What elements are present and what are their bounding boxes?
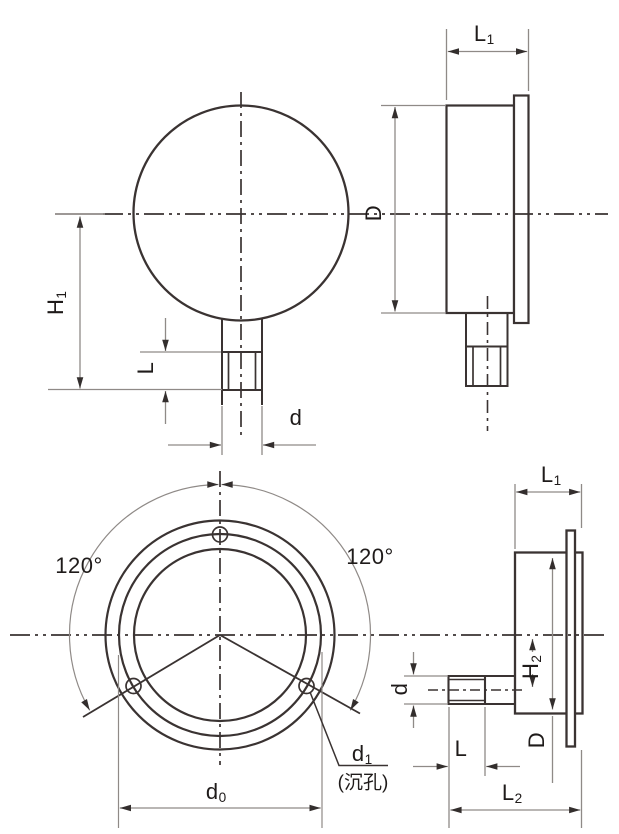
l-front-label: L xyxy=(133,361,158,375)
radial-line-right xyxy=(219,634,361,715)
angle-arc-right xyxy=(221,481,372,711)
d-stem-backside-label: d xyxy=(387,682,412,696)
l1-backside-label: L1 xyxy=(540,462,562,488)
back-side-view xyxy=(447,529,584,748)
counterbore-label: (沉孔) xyxy=(337,772,389,794)
d0-label: d0 xyxy=(205,779,227,805)
d-case-side-label: D xyxy=(361,204,386,222)
l2-label: L2 xyxy=(501,780,523,806)
side-dimensions xyxy=(381,29,530,314)
side-case xyxy=(445,104,516,315)
backside-dimensions xyxy=(404,484,583,828)
d1-label: d1 xyxy=(351,741,373,767)
angle-left-label: 120° xyxy=(55,553,103,578)
backside-flange xyxy=(565,529,577,748)
d-front-label: d xyxy=(289,405,303,430)
d-case-backside-label: D xyxy=(524,731,549,749)
d1-leader-line xyxy=(309,691,388,767)
l-backside-label: L xyxy=(454,736,468,761)
front-stem xyxy=(221,318,263,405)
angle-right-label: 120° xyxy=(346,544,394,569)
radial-line-left xyxy=(82,634,221,718)
h1-label-base: H xyxy=(43,298,68,315)
side-flange xyxy=(512,94,530,325)
angle-arc-left xyxy=(68,481,219,711)
h1-label: H1 xyxy=(43,291,69,315)
h1-label-sub: 1 xyxy=(54,291,69,299)
l1-side-label: L1 xyxy=(473,21,495,47)
back-dimensions xyxy=(68,481,388,828)
backside-stem xyxy=(447,674,515,706)
h2-label: H2 xyxy=(518,655,544,679)
side-view xyxy=(445,94,530,387)
front-dimensions xyxy=(48,213,316,455)
